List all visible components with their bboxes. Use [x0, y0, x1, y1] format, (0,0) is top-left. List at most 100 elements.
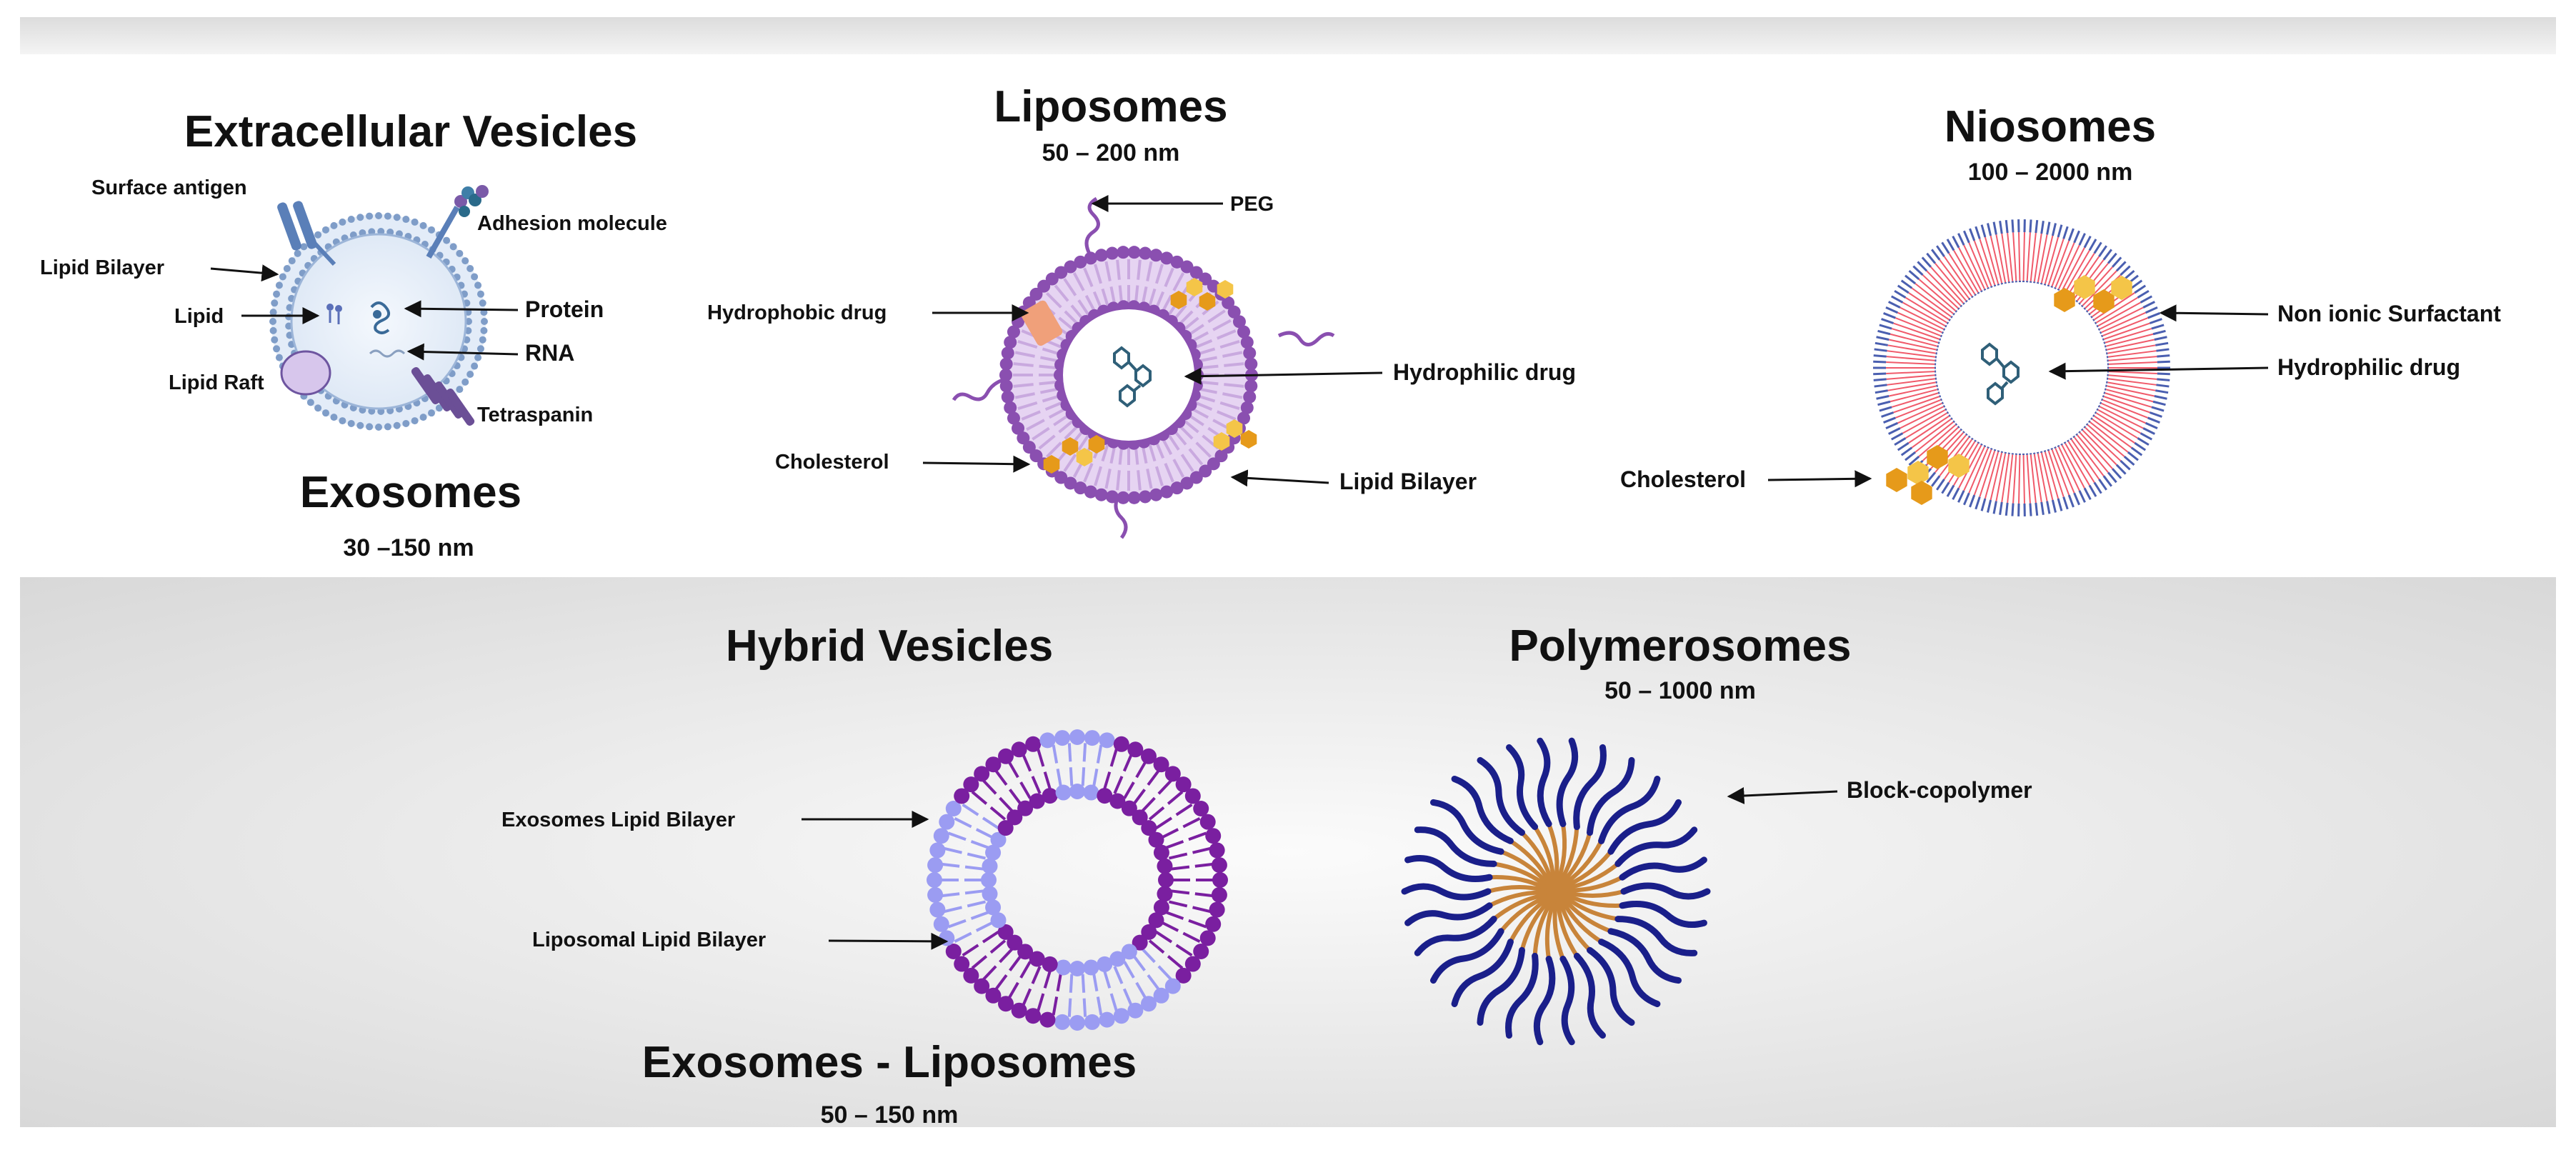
exosome-head [419, 221, 427, 229]
liposome-head [1029, 287, 1043, 301]
liposome-head [1012, 421, 1025, 435]
hybrid-heading: Hybrid Vesicles [726, 621, 1053, 671]
hybrid-tail [964, 889, 984, 895]
hybrid-head [1054, 1014, 1071, 1030]
surfactant-head [1900, 446, 1913, 456]
hybrid-head [945, 944, 962, 959]
cholesterol-hex [1948, 454, 1970, 478]
surfactant-head [1912, 265, 1924, 276]
liposome-head [1170, 481, 1184, 495]
liposome-tail [1154, 466, 1164, 486]
surfactant-head [1975, 496, 1981, 510]
surfactant-tail [2107, 378, 2157, 386]
surfactant-tail [2051, 449, 2070, 496]
liposome-tail [1217, 329, 1237, 340]
hybrid-tail [1141, 796, 1156, 813]
hybrid-head [998, 996, 1014, 1012]
surfactant-tail [1968, 448, 1989, 494]
copolymer-shell-arm [1598, 776, 1661, 844]
surfactant-head [1963, 230, 1970, 244]
surfactant-head [1891, 432, 1904, 441]
surfactant-tail [1891, 328, 1939, 344]
liposome-tail [1046, 292, 1062, 309]
hybrid-tail [943, 846, 962, 854]
liposome-tail [1116, 259, 1121, 280]
copolymer-core-arm [1558, 896, 1603, 944]
exosome-head [366, 212, 374, 220]
hybrid-tail [967, 900, 987, 908]
surfactant-tail [2097, 409, 2141, 434]
surfactant-head [2098, 245, 2107, 257]
surfactant-head [2147, 312, 2160, 319]
liposome-tail [1054, 284, 1069, 302]
copolymer-core-arm [1499, 894, 1551, 933]
surfactant-head [2112, 468, 2122, 479]
surfactant-tail [2105, 392, 2152, 408]
hybrid-head [982, 858, 998, 874]
liposome-head [1001, 390, 1014, 404]
surfactant-tail [1899, 306, 1945, 330]
exosome-head [384, 212, 391, 220]
surfactant-head [1921, 256, 1932, 268]
hybrid-head [1007, 934, 1023, 951]
hybrid-head [1017, 944, 1034, 960]
label-exo-lipid-bilayer: Lipid Bilayer [40, 256, 164, 279]
liposome-tail [1039, 380, 1058, 386]
exosome-head [294, 249, 301, 257]
hybrid-head [1099, 1011, 1115, 1028]
liposome-tail [1104, 469, 1112, 489]
surfactant-head [2098, 479, 2107, 491]
exosome-head [356, 214, 364, 221]
hybrid-head [1157, 858, 1173, 874]
hybrid-tail [1168, 852, 1188, 860]
liposome-tail [1094, 264, 1103, 284]
hybrid-tail [1052, 744, 1059, 764]
surfactant-head [1946, 239, 1955, 251]
liposome-tail [1178, 424, 1194, 440]
liposome-tail [1046, 441, 1062, 458]
surfactant-tail [2030, 232, 2037, 281]
surfactant-tail [1887, 350, 1936, 358]
surfactant-tail [2101, 311, 2146, 334]
surfactant-head [2149, 318, 2162, 324]
liposome-tail [1217, 410, 1237, 421]
exosome-head [466, 265, 474, 272]
surfactant-tail [2097, 301, 2141, 327]
surfactant-head [2088, 484, 2097, 497]
lipid-raft-icon [280, 350, 331, 396]
liposome-tail [1224, 383, 1244, 388]
copolymer-shell-arm [1404, 902, 1493, 926]
surfactant-head [1992, 501, 1997, 514]
surfactant-head [1969, 494, 1976, 508]
surfactant-tail [2055, 242, 2075, 288]
hybrid-head [1132, 934, 1148, 951]
hybrid-tail [994, 769, 1008, 786]
surfactant-head [2102, 249, 2112, 261]
hybrid-tail [1192, 906, 1212, 914]
surfactant-tail [2102, 317, 2149, 337]
surfactant-tail [2030, 454, 2037, 504]
liposome-tail [1195, 441, 1212, 458]
label-nio-cholesterol: Cholesterol [1620, 466, 1746, 492]
hybrid-tail [971, 791, 988, 805]
hybrid-head [963, 967, 979, 984]
surfactant-head [2115, 261, 2127, 272]
liposome-head [1074, 481, 1087, 495]
polymerosome-core [1546, 881, 1566, 901]
surfactant-head [2152, 329, 2166, 336]
hybrid-tail [954, 817, 972, 829]
liposome-tail [1224, 362, 1244, 367]
exosome-head [275, 281, 283, 289]
hybrid-head [1042, 788, 1058, 804]
label-lipo-cholesterol: Cholesterol [775, 451, 889, 474]
hybrid-head [1199, 814, 1216, 830]
exosome-head [283, 265, 291, 272]
surfactant-head [1952, 235, 1960, 249]
cholesterol-hex [1186, 278, 1203, 296]
surfactant-tail [1984, 236, 2000, 284]
hybrid-tail [1031, 776, 1042, 794]
hybrid-head [1007, 809, 1023, 826]
hybrid-tail [1155, 930, 1173, 944]
surfactant-tail [2037, 453, 2048, 501]
